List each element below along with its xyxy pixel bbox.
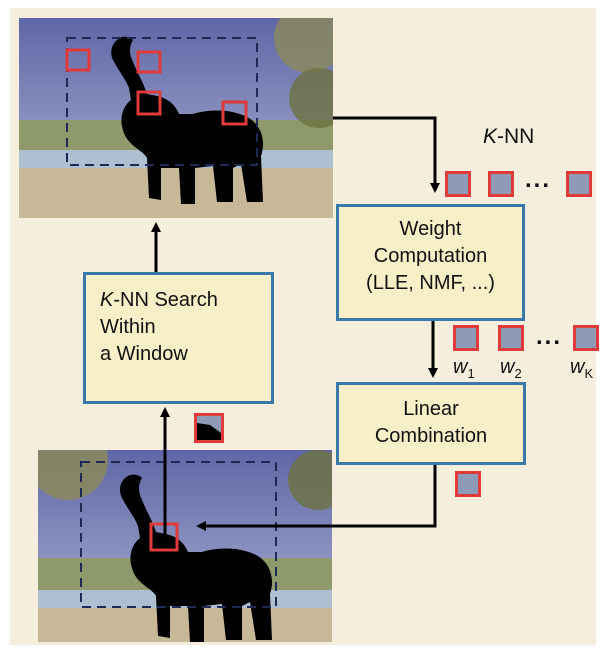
flow-arrows — [151, 116, 440, 536]
weight-label-k: wK — [570, 356, 594, 381]
weight-label-2: w2 — [500, 356, 522, 381]
search-box-line1-text: -NN Search — [113, 289, 218, 311]
weight-box-line2: Computation — [373, 245, 488, 267]
top-elephant-photo — [19, 18, 333, 218]
search-window — [80, 461, 277, 608]
weight-computation-box: Weight Computation (LLE, NMF, ...) — [336, 204, 525, 321]
candidate-patch — [65, 48, 91, 72]
weights-ellipsis: ... — [536, 323, 563, 350]
search-window — [66, 37, 258, 166]
weight-box-line3: (LLE, NMF, ...) — [366, 272, 495, 294]
knn-patch — [445, 171, 471, 197]
weight-label-1: w1 — [453, 356, 475, 381]
candidate-patch — [136, 50, 162, 74]
weighted-patch — [573, 325, 599, 351]
knn-label-rest: -NN — [497, 125, 535, 148]
linear-combination-box: Linear Combination — [336, 382, 526, 465]
weight-box-line1: Weight — [399, 218, 462, 240]
weighted-patch — [498, 325, 524, 351]
candidate-patch — [221, 100, 248, 126]
search-box-line3: a Window — [100, 343, 188, 365]
candidate-patch — [136, 90, 162, 116]
query-patch-thumbnail — [194, 413, 224, 443]
search-box-line1: K-NN Search — [100, 287, 271, 314]
linear-box-line1: Linear — [403, 398, 459, 420]
knn-label-k: K — [483, 125, 498, 148]
knn-label: K-NN — [483, 125, 534, 149]
knn-k-italic: K — [100, 289, 114, 311]
knn-patch — [488, 171, 514, 197]
knn-ellipsis: ... — [525, 166, 552, 193]
arrow-linear-to-bottom-photo — [196, 465, 437, 531]
diagram-canvas: K-NN Search Within a Window Weight Compu… — [10, 8, 599, 645]
knn-patch — [566, 171, 592, 197]
bottom-elephant-photo — [38, 450, 332, 642]
weighted-patch — [453, 325, 479, 351]
search-box-line2: Within — [100, 316, 156, 338]
reconstructed-patch — [455, 471, 481, 497]
knn-search-box: K-NN Search Within a Window — [83, 272, 274, 404]
linear-box-line2: Combination — [374, 425, 488, 447]
arrow-top-photo-to-knn — [333, 116, 440, 193]
